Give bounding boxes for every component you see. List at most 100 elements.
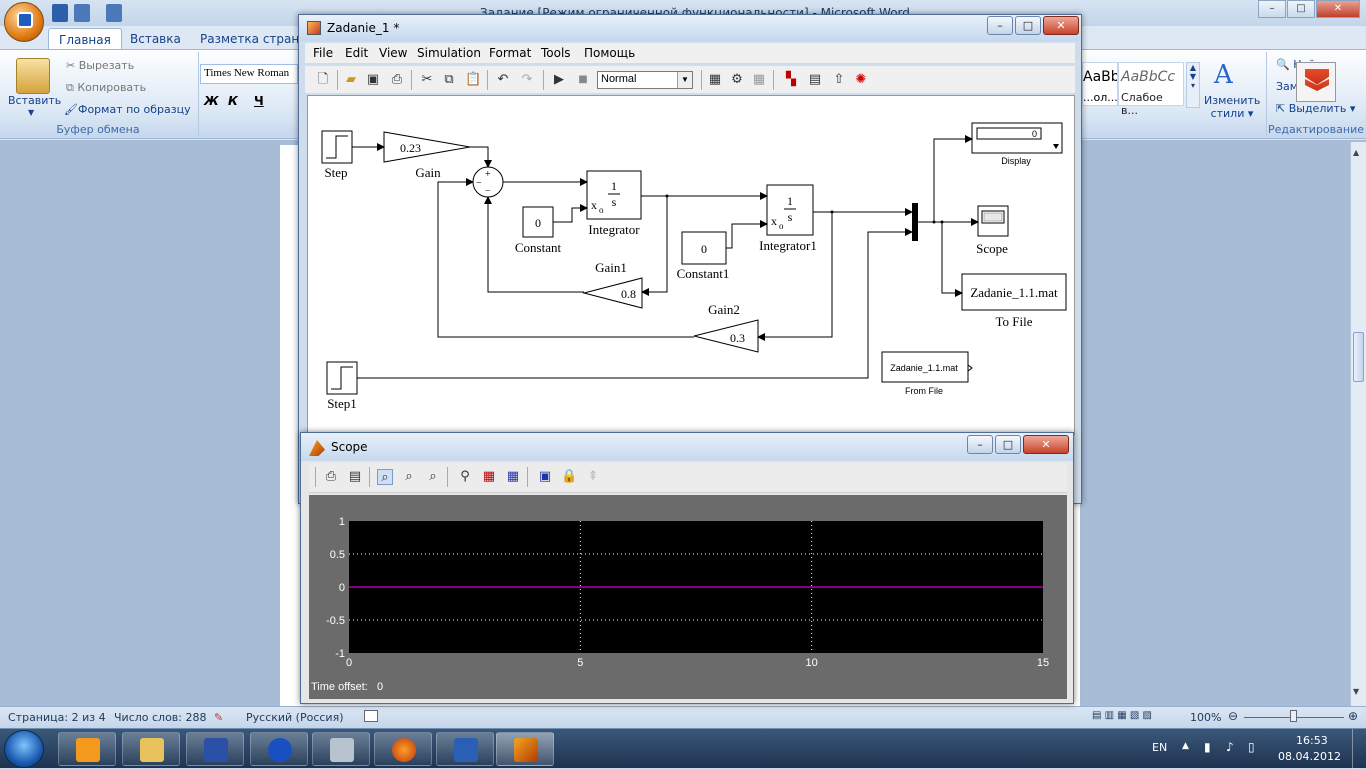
tab-insert[interactable]: Вставка [130,32,181,46]
taskbar-media-player[interactable] [58,732,116,766]
restore-axes-icon[interactable]: ▦ [506,469,520,484]
taskbar-calculator[interactable] [312,732,370,766]
scope-close-button[interactable]: ✕ [1023,435,1069,454]
simulation-mode-select[interactable]: Normal▼ [597,71,693,89]
office-button[interactable] [4,2,44,42]
go-to-parent-icon[interactable]: ⇧ [833,72,845,87]
constant-block[interactable] [522,206,554,238]
copy-button[interactable]: ⧉ Копировать [66,81,147,94]
print-icon[interactable]: ⎙ [325,469,337,484]
page-count[interactable]: Страница: 2 из 4 [8,711,106,724]
menu-help[interactable]: Помощь [584,46,636,60]
tray-expand-icon[interactable]: ▲ [1182,741,1189,751]
integrator1-block[interactable] [766,184,814,236]
format-painter-button[interactable]: 🖌Формат по образцу [64,103,191,116]
vertical-scrollbar[interactable]: ▲ ▼ [1350,142,1366,708]
start-simulation-icon[interactable]: ▶ [554,72,564,87]
gain2-block[interactable] [693,319,759,353]
new-icon[interactable]: 🗋 [317,72,329,87]
stop-simulation-icon[interactable]: ■ [578,74,588,85]
view-buttons[interactable]: ▤ ▥ ▦ ▧ ▨ [1092,710,1152,721]
taskbar-save-app[interactable] [186,732,244,766]
zoom-out-icon[interactable]: ⊖ [1228,709,1239,723]
underline-button[interactable]: Ч [254,94,264,108]
word-minimize-button[interactable]: – [1258,0,1286,18]
scroll-down-icon[interactable]: ▼ [1353,687,1360,696]
word-count[interactable]: Число слов: 288 [114,711,207,724]
parameters-icon[interactable]: ▤ [348,469,362,484]
debugger-icon[interactable]: ✺ [855,72,867,87]
tab-page-layout[interactable]: Разметка страниц [200,32,316,46]
power-icon[interactable]: ▯ [1248,740,1255,754]
show-desktop-button[interactable] [1352,729,1366,769]
update-diagram-icon[interactable]: ⚙ [731,72,743,87]
save-icon[interactable] [52,4,68,22]
display-block[interactable] [971,122,1063,154]
menu-simulation[interactable]: Simulation [417,46,481,60]
menu-edit[interactable]: Edit [345,46,369,60]
tab-home[interactable]: Главная [48,28,122,50]
model-canvas[interactable]: Step 0.23 Gain + − − 1 s x o Integrator [307,95,1075,435]
menu-tools[interactable]: Tools [541,46,571,60]
menu-format[interactable]: Format [489,46,532,60]
start-button[interactable] [4,730,44,768]
save-icon[interactable]: ▣ [366,72,380,87]
paste-dropdown-icon[interactable]: ▼ [28,108,35,117]
taskbar-firefox[interactable] [374,732,432,766]
model-explorer-icon[interactable]: ▤ [808,72,822,87]
paste-icon[interactable]: 📋 [465,72,482,87]
taskbar-explorer[interactable] [122,732,180,766]
network-icon[interactable]: ▮ [1204,740,1211,754]
from-file-block[interactable] [881,351,973,383]
lock-axes-icon[interactable]: 🔒 [561,469,578,484]
menu-view[interactable]: View [379,46,408,60]
taskbar-bluetooth[interactable] [250,732,308,766]
clock-time[interactable]: 16:53 [1296,734,1328,747]
constant1-block[interactable] [681,231,727,265]
scope-maximize-button[interactable]: □ [995,435,1021,454]
autoscale-icon[interactable]: ⚲ [460,469,470,484]
gain-block[interactable] [383,131,471,163]
change-styles-icon[interactable]: A [1214,60,1233,90]
word-maximize-button[interactable]: □ [1287,0,1315,18]
taskbar-matlab[interactable] [496,732,554,766]
sim-close-button[interactable]: ✕ [1043,16,1079,35]
copy-icon[interactable]: ⧉ [444,72,454,87]
print-icon[interactable]: ⎙ [391,72,403,87]
clock-date[interactable]: 08.04.2012 [1278,750,1341,763]
taskbar-word[interactable] [436,732,494,766]
step-block[interactable] [321,130,353,164]
undo-icon[interactable]: ↶ [497,72,509,87]
floating-scope-icon[interactable]: ▣ [538,469,552,484]
undo-icon[interactable] [74,4,90,22]
font-name-input[interactable]: Times New Roman [200,64,298,84]
build-icon[interactable]: ▦ [708,72,722,87]
volume-icon[interactable]: ♪ [1226,740,1234,754]
paste-icon[interactable] [16,58,50,94]
style-normal[interactable]: AaBbCcI...ол... [1082,62,1118,106]
simulink-titlebar[interactable]: Zadanie_1 * – □ ✕ [299,15,1081,41]
open-icon[interactable]: ▰ [346,72,356,87]
paste-button[interactable]: Вставить [8,94,62,107]
mux-block[interactable] [912,203,918,241]
integrator-block[interactable] [586,170,642,220]
word-close-button[interactable]: ✕ [1316,0,1360,18]
language[interactable]: Русский (Россия) [246,711,344,724]
bold-button[interactable]: Ж [204,94,219,108]
cut-button[interactable]: ✂ Вырезать [66,59,135,72]
select-button[interactable]: ⇱ Выделить ▾ [1276,102,1356,115]
zoom-x-icon[interactable]: ⌕ [405,469,413,484]
scope-minimize-button[interactable]: – [967,435,993,454]
macro-icon[interactable] [364,710,378,722]
scroll-up-icon[interactable]: ▲ [1353,148,1360,157]
library-browser-icon[interactable]: ▚ [786,72,796,87]
zoom-slider-thumb[interactable] [1290,710,1297,722]
proofing-icon[interactable]: ✎ [214,711,224,724]
to-file-block[interactable] [961,273,1067,311]
redo-icon[interactable]: ↷ [521,72,533,87]
sim-maximize-button[interactable]: □ [1015,16,1041,35]
styles-scroll[interactable]: ▲▼▾ [1186,62,1200,108]
